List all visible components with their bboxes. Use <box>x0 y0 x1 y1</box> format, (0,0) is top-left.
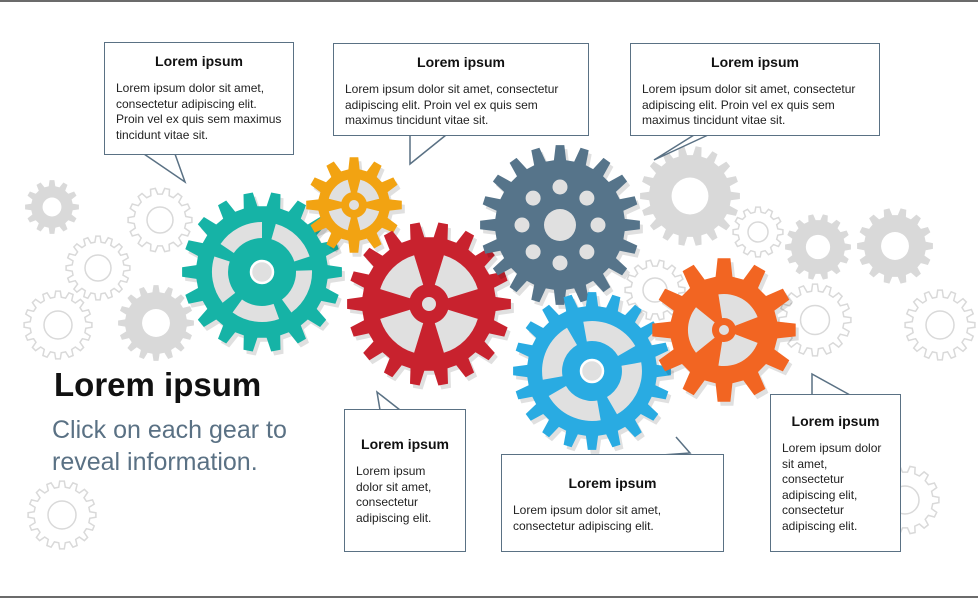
background-gear-icon <box>747 221 769 243</box>
callout-body: Lorem ipsum dolor sit amet, consectetur … <box>116 81 282 142</box>
background-gear-icon <box>778 283 852 357</box>
callout-blue: Lorem ipsum Lorem ipsum dolor sit amet, … <box>501 454 724 552</box>
callout-title: Lorem ipsum <box>568 475 657 491</box>
callout-red: Lorem ipsum Lorem ipsum dolor sit amet, … <box>344 409 466 552</box>
page-title: Lorem ipsum <box>54 366 262 403</box>
callout-teal: Lorem ipsum Lorem ipsum dolor sit amet, … <box>104 42 294 155</box>
callout-body: Lorem ipsum dolor sit amet, consectetur … <box>356 464 432 525</box>
callout-title: Lorem ipsum <box>711 54 799 70</box>
background-gear-icon <box>43 310 73 340</box>
background-gear-icon <box>84 254 112 282</box>
gear-hub-ring <box>579 358 605 384</box>
page-subtitle: Click on each gear to reveal information… <box>52 416 287 476</box>
gear-hub-ring <box>249 259 275 285</box>
callout-orange: Lorem ipsum Lorem ipsum dolor sit amet, … <box>770 394 901 552</box>
background-gear-icon <box>146 206 174 234</box>
red-gear-icon[interactable] <box>347 222 511 386</box>
background-gear-icon <box>27 480 97 550</box>
callout-body: Lorem ipsum dolor sit amet, consectetur … <box>513 503 662 533</box>
callout-title: Lorem ipsum <box>361 436 449 452</box>
gray-gear-icon[interactable] <box>480 145 640 305</box>
background-gear-icon <box>65 235 131 301</box>
callout-gray: Lorem ipsum Lorem ipsum dolor sit amet, … <box>630 43 880 136</box>
blue-gear-icon[interactable] <box>513 292 671 450</box>
background-gear-icon <box>23 290 93 360</box>
background-gear-icon <box>857 208 933 284</box>
background-gear-icon <box>925 310 955 340</box>
background-gear-icon <box>47 500 77 530</box>
callout-body: Lorem ipsum dolor sit amet, consectetur … <box>782 441 882 533</box>
callout-body: Lorem ipsum dolor sit amet, consectetur … <box>642 82 856 127</box>
teal-gear-icon[interactable] <box>182 192 342 352</box>
background-gear-icon <box>640 146 740 246</box>
background-gear-icon <box>118 285 194 361</box>
background-gear-icon <box>799 304 831 336</box>
callout-title: Lorem ipsum <box>417 54 505 70</box>
callout-title: Lorem ipsum <box>155 53 243 69</box>
bottom-border <box>0 596 978 598</box>
background-gear-icon <box>785 214 851 280</box>
callout-title: Lorem ipsum <box>791 413 880 429</box>
top-border <box>0 0 978 2</box>
background-gear-icon <box>127 187 193 253</box>
background-gear-icon <box>904 289 976 361</box>
background-gear-icon <box>732 206 784 258</box>
yellow-gear-icon[interactable] <box>306 157 402 253</box>
callout-body: Lorem ipsum dolor sit amet, consectetur … <box>345 82 559 127</box>
background-gear-icon <box>25 180 79 234</box>
orange-gear-icon[interactable] <box>652 258 796 402</box>
callout-yellow: Lorem ipsum Lorem ipsum dolor sit amet, … <box>333 43 589 136</box>
